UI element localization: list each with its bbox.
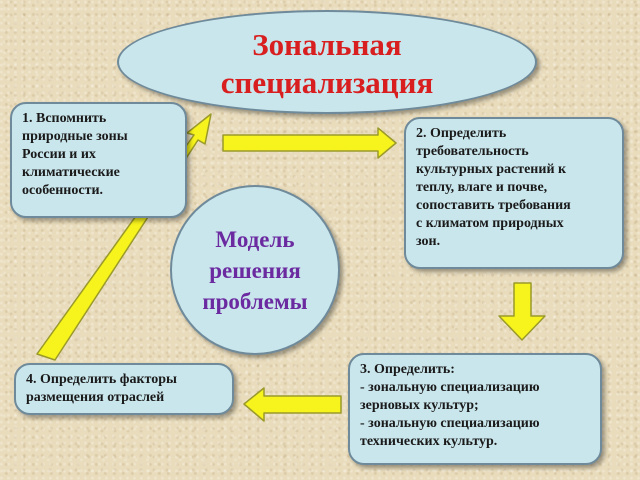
step-3-box: 3. Определить: - зональную специализацию…: [348, 353, 602, 465]
center-label: Модель решения проблемы: [202, 226, 308, 314]
diagram-title: Зональная специализация: [220, 27, 434, 100]
step-4-box: 4. Определить факторы размещения отрасле…: [14, 363, 234, 415]
center-circle: Модель решения проблемы: [170, 185, 340, 355]
step-2-box: 2. Определить требовательность культурны…: [404, 117, 624, 269]
arrow-step1-to-step2: [222, 127, 397, 159]
arrow-step3-to-step4: [243, 387, 342, 422]
step-1-box: 1. Вспомнить природные зоны России и их …: [10, 102, 187, 218]
title-ellipse: Зональная специализация: [117, 10, 537, 114]
arrow-step2-to-step3: [498, 282, 546, 341]
